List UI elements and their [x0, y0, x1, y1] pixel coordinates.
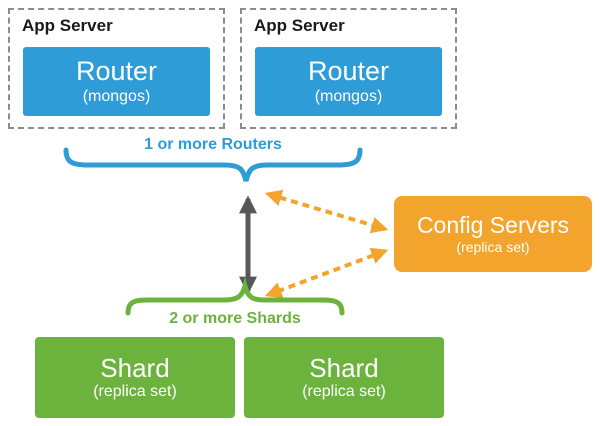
- shard-title: Shard: [309, 352, 379, 383]
- app-server-label: App Server: [22, 16, 113, 35]
- router-subtitle: (mongos): [82, 87, 151, 105]
- router-title: Router: [307, 56, 390, 87]
- router-subtitle: (mongos): [314, 87, 383, 105]
- app-server-box-1: App Server Router (mongos): [8, 8, 225, 129]
- config-routers-arrow-icon: [264, 189, 389, 234]
- router-box-2: Router (mongos): [255, 47, 442, 116]
- config-servers-subtitle: (replica set): [456, 238, 530, 255]
- shard-title: Shard: [100, 352, 170, 383]
- router-title: Router: [75, 56, 158, 87]
- config-shards-arrow-icon: [264, 247, 389, 299]
- shard-box-2: Shard (replica set): [244, 337, 444, 418]
- shard-subtitle: (replica set): [93, 383, 177, 401]
- shard-subtitle: (replica set): [302, 383, 386, 401]
- config-servers-box: Config Servers (replica set): [394, 196, 592, 272]
- app-server-box-2: App Server Router (mongos): [240, 8, 457, 129]
- config-servers-title: Config Servers: [416, 212, 570, 239]
- shards-group-label: 2 or more Shards: [169, 310, 301, 327]
- app-server-label: App Server: [254, 16, 345, 35]
- router-box-1: Router (mongos): [23, 47, 210, 116]
- shard-box-1: Shard (replica set): [35, 337, 235, 418]
- shards-brace-icon: [125, 276, 345, 316]
- routers-brace-icon: [63, 147, 363, 182]
- routers-group-label: 1 or more Routers: [144, 136, 282, 153]
